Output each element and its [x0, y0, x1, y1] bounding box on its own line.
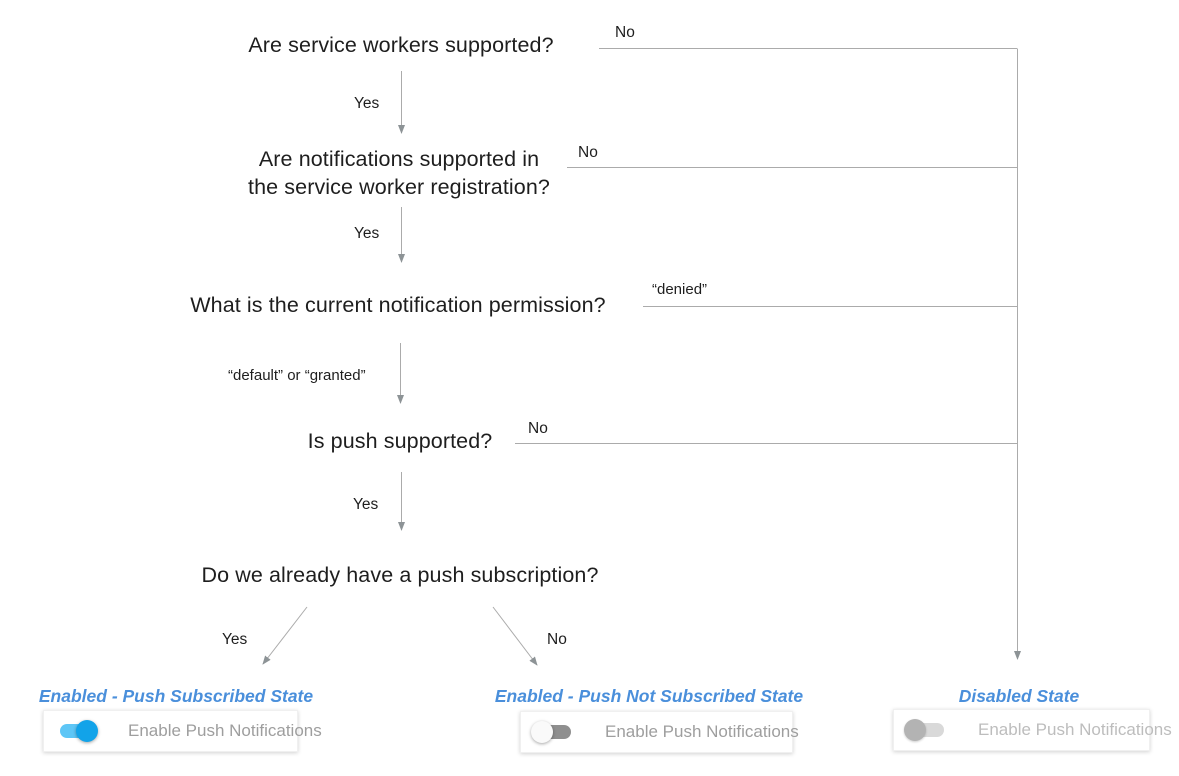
question-notification-permission: What is the current notification permiss… — [190, 293, 606, 317]
question-push-supported: Is push supported? — [307, 429, 493, 453]
switch-thumb — [76, 720, 98, 742]
question-notifications-supported: Are notifications supported in the servi… — [248, 145, 550, 201]
state-label-push-not-subscribed: Enabled - Push Not Subscribed State — [494, 686, 804, 706]
edge-label-q1-yes: Yes — [354, 95, 380, 112]
switch-thumb — [904, 719, 926, 741]
edge-label-q5-no: No — [547, 631, 567, 648]
state-label-push-subscribed: Enabled - Push Subscribed State — [38, 686, 314, 706]
push-toggle-switch-disabled — [904, 719, 948, 741]
toggle-label: Enable Push Notifications — [605, 722, 799, 741]
toggle-label: Enable Push Notifications — [978, 720, 1172, 739]
question-line: Are notifications supported in — [258, 147, 540, 171]
edge-label-q3-denied: “denied” — [652, 281, 708, 298]
edge-label-q3-default: “default” or “granted” — [228, 367, 366, 384]
edge-label-q1-no: No — [615, 24, 635, 41]
push-toggle-card-not-subscribed: Enable Push Notifications — [520, 711, 799, 753]
push-toggle-card-subscribed: Enable Push Notifications — [43, 710, 322, 752]
edge-q5-no-line — [492, 606, 538, 666]
push-toggle-card-disabled: Enable Push Notifications — [893, 709, 1172, 751]
toggle-label: Enable Push Notifications — [128, 721, 322, 740]
question-existing-push-subscription: Do we already have a push subscription? — [201, 563, 599, 587]
edge-label-q5-yes: Yes — [222, 631, 248, 648]
edge-label-q2-yes: Yes — [354, 225, 380, 242]
switch-thumb — [531, 721, 553, 743]
question-service-workers-supported: Are service workers supported? — [248, 33, 554, 57]
edge-label-q4-yes: Yes — [353, 496, 379, 513]
edge-label-q2-no: No — [578, 144, 598, 161]
push-toggle-switch-on[interactable] — [56, 720, 98, 742]
push-toggle-switch-off[interactable] — [531, 721, 575, 743]
state-label-disabled: Disabled State — [958, 686, 1080, 706]
edge-label-q4-no: No — [528, 420, 548, 437]
question-line: the service worker registration? — [248, 175, 550, 199]
edge-q5-yes-line — [262, 606, 308, 665]
